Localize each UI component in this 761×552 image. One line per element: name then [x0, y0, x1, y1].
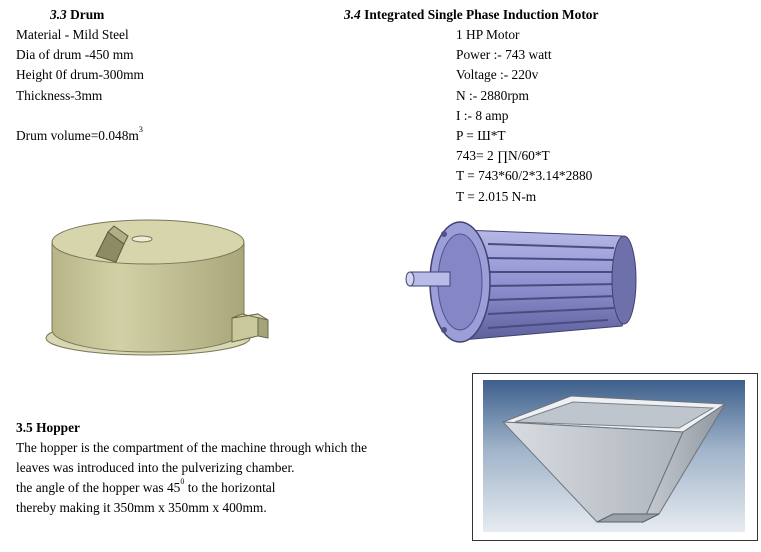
hopper-text-line: The hopper is the compartment of the mac…: [16, 440, 368, 455]
hopper-angle-sup: 0: [180, 477, 185, 486]
drum-diameter: Dia of drum -450 mm: [16, 47, 134, 62]
drum-height: Height 0f drum-300mm: [16, 67, 144, 82]
drum-material: Material - Mild Steel: [16, 27, 129, 42]
hopper-text-line: leaves was introduced into the pulverizi…: [16, 460, 295, 475]
hopper-angle-line: the angle of the hopper was 450 to the h…: [16, 478, 275, 498]
motor-spec-line: T = 2.015 N-m: [456, 189, 537, 204]
motor-section-title: Integrated Single Phase Induction Motor: [364, 7, 599, 22]
motor-spec-line: 743= 2 ∏N/60*T: [456, 148, 550, 163]
motor-figure: [392, 208, 664, 348]
drum-thickness: Thickness-3mm: [16, 88, 103, 103]
hopper-section-title: Hopper: [36, 420, 81, 435]
drum-volume-text: Drum volume=0.048m: [16, 128, 139, 143]
hopper-angle-text-end: to the horizontal: [184, 480, 276, 495]
drum-heading: 3.3 Drum: [50, 5, 104, 25]
motor-heading: 3.4 Integrated Single Phase Induction Mo…: [344, 5, 598, 25]
motor-spec-line: Voltage :- 220v: [456, 67, 539, 82]
hopper-heading: 3.5 Hopper: [16, 418, 80, 438]
motor-spec-line: P = Ш*T: [456, 128, 506, 143]
motor-spec-line: 1 HP Motor: [456, 27, 520, 42]
motor-spec-line: I :- 8 amp: [456, 108, 509, 123]
drum-section-number: 3.3: [50, 7, 67, 22]
hopper-angle-text: the angle of the hopper was 45: [16, 480, 181, 495]
drum-volume-sup: 3: [138, 125, 143, 134]
motor-spec-line: T = 743*60/2*3.14*2880: [456, 168, 593, 183]
motor-spec-line: Power :- 743 watt: [456, 47, 552, 62]
drum-figure: [20, 210, 282, 370]
motor-spec-line: N :- 2880rpm: [456, 88, 529, 103]
motor-illustration: [405, 221, 637, 343]
hopper-illustration: [483, 380, 745, 532]
drum-volume: Drum volume=0.048m3: [16, 126, 143, 146]
hopper-text-line: thereby making it 350mm x 350mm x 400mm.: [16, 500, 267, 515]
drum-illustration: [45, 219, 269, 356]
hopper-section-number: 3.5: [16, 420, 33, 435]
hopper-figure: [472, 373, 758, 541]
motor-section-number: 3.4: [344, 7, 361, 22]
drum-section-title: Drum: [70, 7, 105, 22]
